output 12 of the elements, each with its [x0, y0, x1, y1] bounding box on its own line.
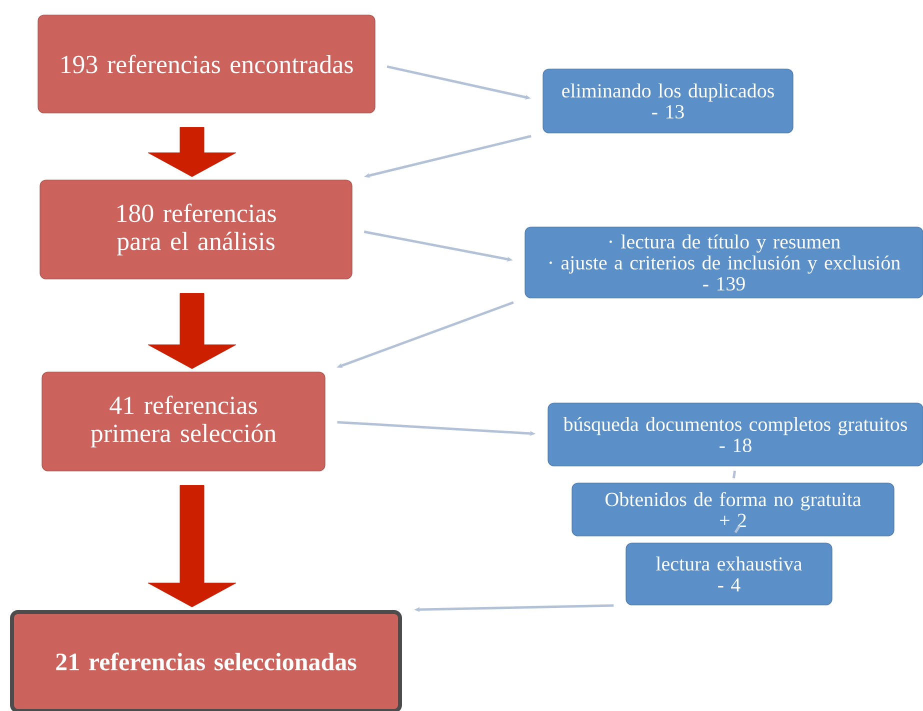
- result-box: 21 referencias seleccionadas: [10, 610, 402, 711]
- step-box: búsqueda documentos completos gratuitos - 18: [548, 402, 923, 466]
- step-box: Obtenidos de forma no gratuita + 2: [572, 482, 894, 536]
- block-arrow: [148, 293, 236, 369]
- step-box: · lectura de título y resumen · ajuste a criterios de inclusión y exclusión - 139: [524, 226, 923, 298]
- step-box: eliminando los duplicados - 13: [542, 68, 794, 134]
- step-box: lectura exhaustiva - 4: [626, 542, 832, 606]
- block-arrow: [148, 485, 236, 608]
- block-arrow: [148, 127, 236, 177]
- process-box: 180 referencias para el análisis: [40, 180, 352, 280]
- process-box: 41 referencias primera selección: [42, 372, 326, 472]
- process-box: 193 referencias encontradas: [38, 14, 376, 114]
